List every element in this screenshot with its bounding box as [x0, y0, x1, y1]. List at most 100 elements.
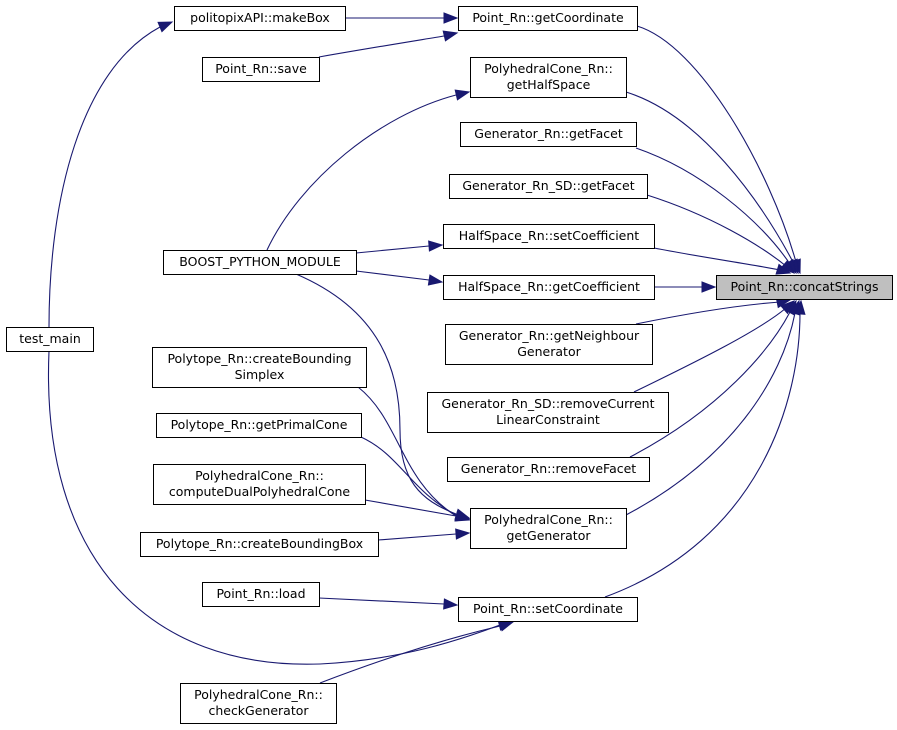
node-concat[interactable]: Point_Rn::concatStrings [716, 275, 893, 300]
edge-line [357, 386, 457, 517]
node-label: BOOST_PYTHON_MODULE [179, 254, 341, 269]
node-label: test_main [19, 331, 81, 346]
node-box[interactable] [443, 224, 655, 249]
node-box[interactable] [443, 275, 655, 300]
node-getCoordinate[interactable]: Point_Rn::getCoordinate [458, 6, 638, 31]
edge-line [635, 301, 781, 325]
node-box[interactable] [470, 508, 627, 549]
node-box[interactable] [202, 582, 320, 607]
node-setCoefficient[interactable]: HalfSpace_Rn::setCoefficient [443, 224, 655, 249]
arrowhead-icon [454, 510, 471, 522]
edge-getCoefficient-to-concat [654, 281, 717, 293]
edge-line [318, 35, 445, 58]
edge-line [636, 25, 797, 263]
node-box[interactable] [156, 413, 362, 438]
edge-save-to-getCoordinate [318, 30, 459, 58]
node-box[interactable] [153, 464, 366, 505]
node-box[interactable] [458, 597, 638, 622]
node-removeCurrent[interactable]: Generator_Rn_SD::removeCurrentLinearCons… [427, 392, 669, 433]
edge-line [629, 311, 791, 458]
node-box[interactable] [174, 6, 346, 31]
node-label: Generator_Rn_SD::removeCurrent [442, 396, 655, 411]
node-label: PolyhedralCone_Rn:: [484, 512, 613, 527]
edge-line [646, 194, 787, 267]
edge-line [48, 26, 161, 328]
edge-line [625, 312, 796, 516]
node-getGenerator[interactable]: PolyhedralCone_Rn::getGenerator [470, 508, 627, 549]
edge-line [355, 270, 430, 281]
node-label: politopixAPI::makeBox [190, 10, 330, 25]
edge-line [653, 247, 781, 271]
node-box[interactable] [202, 57, 320, 82]
node-checkGenerator[interactable]: PolyhedralCone_Rn::checkGenerator [180, 683, 337, 724]
edge-line [266, 94, 457, 251]
edge-line [360, 436, 457, 516]
arrowhead-icon [454, 89, 471, 101]
node-box[interactable] [140, 532, 379, 557]
node-computeDual[interactable]: PolyhedralCone_Rn::computeDualPolyhedral… [153, 464, 366, 505]
node-label: PolyhedralCone_Rn:: [195, 468, 324, 483]
node-label: Simplex [235, 367, 285, 382]
node-box[interactable] [458, 6, 638, 31]
edge-removeCurrent-to-concat [633, 300, 796, 393]
node-label: getGenerator [506, 528, 591, 543]
arrowhead-icon [794, 299, 806, 315]
edge-testMain-to-makeBox [48, 21, 174, 328]
node-label: Point_Rn::setCoordinate [473, 601, 623, 616]
node-box[interactable] [152, 347, 367, 388]
edge-checkGenerator-to-setCoordinate [319, 620, 515, 684]
edge-boost-to-getCoefficient [355, 270, 444, 286]
node-makeBox[interactable]: politopixAPI::makeBox [174, 6, 346, 31]
node-box[interactable] [180, 683, 337, 724]
node-save[interactable]: Point_Rn::save [202, 57, 320, 82]
edge-load-to-setCoordinate [318, 597, 459, 610]
edge-line [604, 312, 801, 598]
arrowhead-icon [775, 263, 792, 275]
node-label: Generator_Rn::getFacet [474, 126, 623, 141]
node-box[interactable] [447, 457, 650, 482]
arrowhead-icon [442, 30, 459, 42]
node-label: HalfSpace_Rn::setCoefficient [459, 228, 640, 243]
node-label: Point_Rn::load [216, 586, 305, 601]
node-label: Generator [517, 344, 581, 359]
node-setCoordinate[interactable]: Point_Rn::setCoordinate [458, 597, 638, 622]
node-load[interactable]: Point_Rn::load [202, 582, 320, 607]
edge-line [318, 597, 445, 605]
node-getCoefficient[interactable]: HalfSpace_Rn::getCoefficient [443, 275, 655, 300]
node-box[interactable] [449, 174, 648, 199]
node-box[interactable] [460, 122, 637, 147]
node-label: PolyhedralCone_Rn:: [484, 61, 613, 76]
edge-makeBox-to-getCoordinate [345, 12, 459, 24]
node-box[interactable] [470, 57, 627, 98]
node-box[interactable] [427, 392, 669, 433]
edge-getNeighbour-to-concat [635, 297, 792, 325]
node-createBoundingBox[interactable]: Polytope_Rn::createBoundingBox [140, 532, 379, 557]
node-label: getHalfSpace [507, 77, 591, 92]
edge-createBoundingBox-to-getGenerator [377, 528, 471, 541]
node-label: Point_Rn::concatStrings [730, 279, 878, 294]
arrowhead-icon [443, 12, 459, 24]
node-testMain[interactable]: test_main [6, 327, 94, 352]
node-label: Generator_Rn_SD::getFacet [462, 178, 634, 193]
node-box[interactable] [163, 250, 357, 275]
node-genGetFacet[interactable]: Generator_Rn::getFacet [460, 122, 637, 147]
arrowhead-icon [427, 274, 444, 286]
node-label: Generator_Rn::getNeighbour [459, 328, 640, 343]
edge-genSDGetFacet-to-concat [646, 194, 796, 274]
node-boost[interactable]: BOOST_PYTHON_MODULE [163, 250, 357, 275]
node-box[interactable] [716, 275, 893, 300]
node-label: Point_Rn::getCoordinate [472, 10, 624, 25]
node-box[interactable] [445, 324, 653, 365]
edges-layer [47, 12, 806, 684]
node-box[interactable] [6, 327, 94, 352]
node-removeFacet[interactable]: Generator_Rn::removeFacet [447, 457, 650, 482]
node-genSDGetFacet[interactable]: Generator_Rn_SD::getFacet [449, 174, 648, 199]
arrowhead-icon [455, 528, 471, 540]
node-getPrimalCone[interactable]: Polytope_Rn::getPrimalCone [156, 413, 362, 438]
arrowhead-icon [428, 240, 444, 252]
node-label: Polytope_Rn::createBounding [167, 351, 351, 366]
node-getHalfSpace[interactable]: PolyhedralCone_Rn::getHalfSpace [470, 57, 627, 98]
